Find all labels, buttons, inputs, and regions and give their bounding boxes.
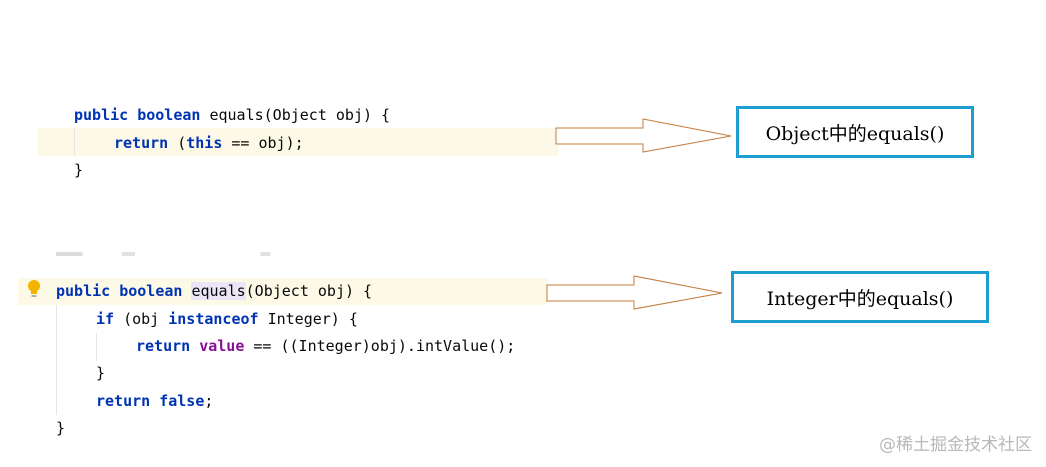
- keyword: return: [96, 392, 151, 410]
- code-line[interactable]: return false;: [96, 388, 213, 414]
- code-line[interactable]: return (this == obj);: [114, 130, 304, 156]
- keyword: this: [186, 134, 223, 152]
- code-line[interactable]: public boolean equals(Object obj) {: [74, 102, 390, 128]
- label-text: Object中的equals(): [765, 122, 945, 145]
- arrow-right-icon: [555, 118, 732, 153]
- method-name[interactable]: equals: [191, 282, 246, 300]
- keyword: public: [56, 282, 111, 300]
- code-block-integer-equals: public boolean equals(Object obj) { if (…: [0, 0, 515, 437]
- code-text: (: [168, 134, 187, 152]
- keyword: public: [74, 106, 129, 124]
- indent-guide-3: [96, 333, 97, 361]
- label-text: Integer中的equals(): [766, 287, 954, 310]
- keyword: if: [96, 310, 115, 328]
- keyword: return: [136, 337, 191, 355]
- keyword: return: [114, 134, 169, 152]
- indent-guide-1: [74, 128, 75, 156]
- code-text: }: [74, 161, 84, 179]
- field-name: value: [199, 337, 245, 355]
- current-line-highlight-2: [18, 278, 548, 305]
- code-text: == ((Integer)obj).intValue();: [244, 337, 516, 355]
- code-text: == obj);: [222, 134, 304, 152]
- lightbulb-icon[interactable]: [26, 279, 42, 299]
- partial-code-line: [56, 252, 386, 256]
- code-line[interactable]: if (obj instanceof Integer) {: [96, 306, 358, 332]
- code-line[interactable]: public boolean equals(Object obj) {: [56, 278, 372, 304]
- label-object-equals: Object中的equals(): [736, 106, 974, 158]
- code-text: (obj: [114, 310, 169, 328]
- watermark: @稀土掘金技术社区: [879, 435, 1032, 455]
- code-line[interactable]: }: [74, 157, 83, 183]
- label-integer-equals: Integer中的equals(): [731, 271, 989, 323]
- code-block-object-equals: public boolean equals(Object obj) { retu…: [0, 0, 390, 179]
- keyword: false: [159, 392, 205, 410]
- indent-guide-2: [56, 305, 57, 415]
- arrow-right-icon: [546, 275, 723, 310]
- code-line[interactable]: return value == ((Integer)obj).intValue(…: [136, 333, 515, 359]
- keyword: boolean: [137, 106, 201, 124]
- code-text: (Object obj) {: [245, 282, 373, 300]
- code-text: Integer) {: [258, 310, 358, 328]
- code-text: }: [96, 364, 106, 382]
- current-line-highlight-1: [38, 128, 558, 156]
- code-line[interactable]: }: [96, 360, 105, 386]
- code-text: equals(Object obj) {: [200, 106, 391, 124]
- keyword: instanceof: [168, 310, 259, 328]
- code-line[interactable]: }: [56, 415, 65, 441]
- keyword: boolean: [119, 282, 183, 300]
- code-text: ;: [204, 392, 214, 410]
- code-text: }: [56, 419, 66, 437]
